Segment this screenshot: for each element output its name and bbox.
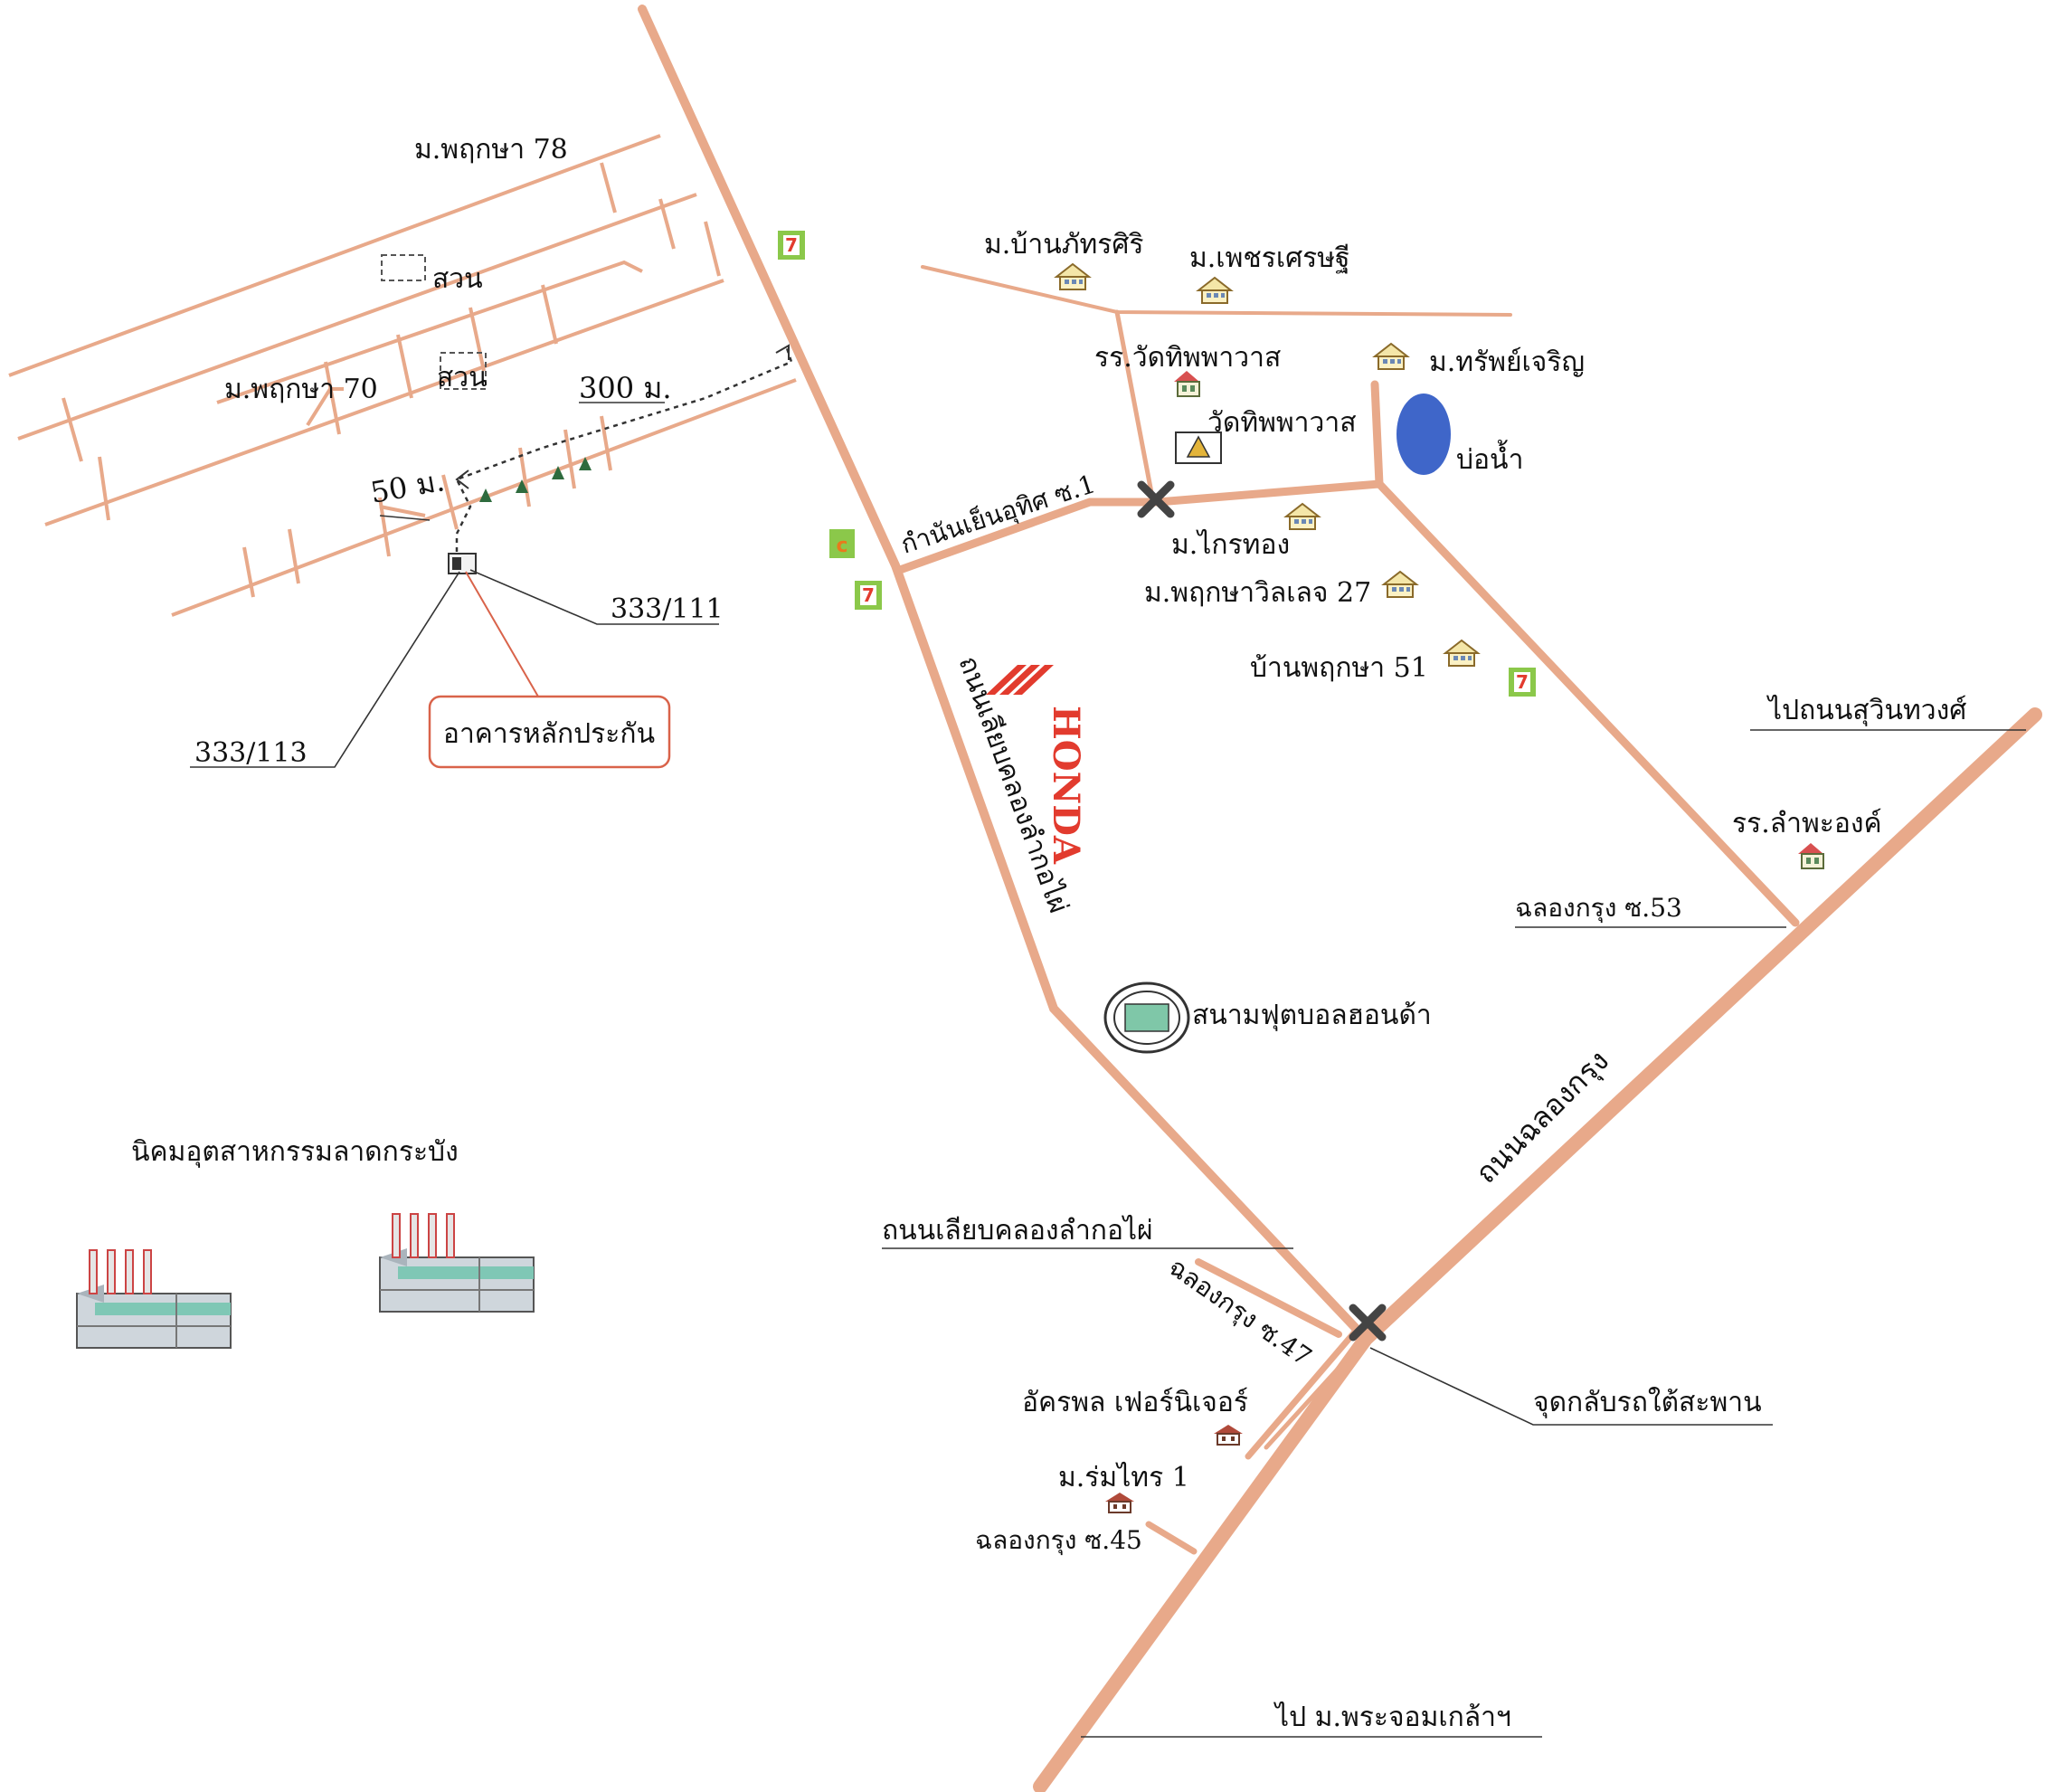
- label-road-canal: ถนนเลียบคลองลำกอไผ่: [882, 1214, 1153, 1247]
- label-wat: วัดทิพพาวาส: [1207, 407, 1357, 439]
- house-icon-romsai: [1104, 1492, 1135, 1513]
- label-kraithong: ม.ไกรทอง: [1171, 528, 1290, 561]
- label-300m: 300 ม.: [579, 371, 672, 405]
- house-icon-villa27: [1383, 571, 1417, 598]
- label-suan-1: สวน: [432, 263, 483, 295]
- label-soi45: ฉลองกรุง ซ.45: [975, 1525, 1142, 1556]
- label-to-kmitl: ไป ม.พระจอมเกล้าฯ: [1273, 1701, 1511, 1733]
- temple-icon: [1175, 431, 1222, 464]
- label-50m: 50 ม.: [368, 463, 448, 510]
- label-sapcharoen: ม.ทรัพย์เจริญ: [1429, 346, 1585, 378]
- house-icon-phatsiri: [1056, 263, 1090, 290]
- factory-icon-2: [379, 1213, 535, 1313]
- seven-eleven-icon-3: [1509, 668, 1536, 697]
- soi-45: [1145, 1521, 1198, 1555]
- label-pond: บ่อน้ำ: [1456, 440, 1523, 476]
- svg-text:c: c: [836, 535, 847, 557]
- label-romsai: ม.ร่มไทร 1: [1058, 1461, 1189, 1493]
- house-icon-furniture: [1213, 1424, 1244, 1446]
- road-north-pond: [1370, 380, 1384, 488]
- label-uturn: จุดกลับรถใต้สะพาน: [1533, 1387, 1762, 1419]
- leader-collateral: [465, 571, 539, 697]
- house-icon-kraithong: [1285, 503, 1320, 530]
- stadium-icon: [1103, 981, 1190, 1054]
- leader-333-111: [469, 569, 719, 625]
- honda-logo: HONDA: [986, 665, 1087, 865]
- road-school: [1114, 309, 1156, 505]
- school-icon-lampaong: [1797, 842, 1824, 869]
- collateral-callout-box: [428, 695, 671, 769]
- label-villa27: ม.พฤกษาวิลเลจ 27: [1144, 577, 1371, 609]
- route-dashed: [455, 347, 793, 570]
- route-arrow-left: [455, 469, 469, 489]
- label-school-wat: รร.วัดทิพพาวาส: [1094, 342, 1281, 374]
- leader-333-113: [190, 571, 460, 768]
- label-ban-phatsiri: ม.บ้านภัทรศิริ: [984, 229, 1144, 261]
- seven-eleven-icon-1: [778, 231, 805, 260]
- chalong-krung-service-road: [1245, 1326, 1360, 1460]
- label-suan-2: สวน: [437, 362, 488, 393]
- label-soi-kamnan: กำนันเย็นอุทิศ ซ.1: [897, 468, 1100, 560]
- route-arrow-top: [775, 344, 790, 360]
- label-football: สนามฟุตบอลฮอนด้า: [1192, 1000, 1432, 1032]
- label-soi53: ฉลองกรุง ซ.53: [1515, 893, 1682, 924]
- tree-icons: [479, 457, 592, 502]
- label-333-111: 333/111: [611, 593, 724, 625]
- convenience-store-icon: c: [829, 529, 855, 558]
- label-school-lampaong: รร.ลำพะองค์: [1732, 808, 1882, 839]
- label-moo-78: ม.พฤกษา 78: [414, 134, 568, 166]
- chalong-krung-road: [1033, 707, 2042, 1792]
- northern-road: [921, 265, 1512, 317]
- label-333-113: 333/113: [194, 737, 308, 769]
- factory-icon-1: [76, 1249, 232, 1349]
- house-icon-ban51: [1444, 640, 1479, 667]
- road-network: [638, 5, 2042, 1792]
- seven-eleven-icon-2: [855, 581, 882, 610]
- leader-50m: [379, 515, 431, 521]
- collateral-label: อาคารหลักประกัน: [443, 718, 655, 750]
- label-ban51: บ้านพฤกษา 51: [1250, 652, 1428, 684]
- garden-plot-2: [440, 352, 487, 390]
- village-grid: [8, 134, 797, 617]
- label-moo-70: ม.พฤกษา 70: [224, 374, 378, 405]
- soi-47: [1195, 1258, 1342, 1338]
- pond: [1396, 393, 1451, 475]
- house-icon-sapcharoen: [1374, 343, 1408, 370]
- label-industrial: นิคมอุตสาหกรรมลาดกระบัง: [131, 1136, 459, 1169]
- leader-uturn: [1369, 1347, 1773, 1426]
- label-to-suwinthawong: ไปถนนสุวินทวงศ์: [1766, 694, 1966, 727]
- chalong-krung-service-road-2: [1264, 1341, 1364, 1450]
- label-phetsetthi: ม.เพชรเศรษฐี: [1189, 242, 1350, 274]
- house-icon-phetsetthi: [1198, 277, 1232, 304]
- label-furniture: อัครพล เฟอร์นิเจอร์: [1022, 1387, 1248, 1418]
- main-road-north: [638, 5, 1370, 1343]
- garden-plot-1: [381, 254, 426, 281]
- svg-text:HONDA: HONDA: [1045, 706, 1087, 865]
- school-icon-wat: [1173, 370, 1200, 397]
